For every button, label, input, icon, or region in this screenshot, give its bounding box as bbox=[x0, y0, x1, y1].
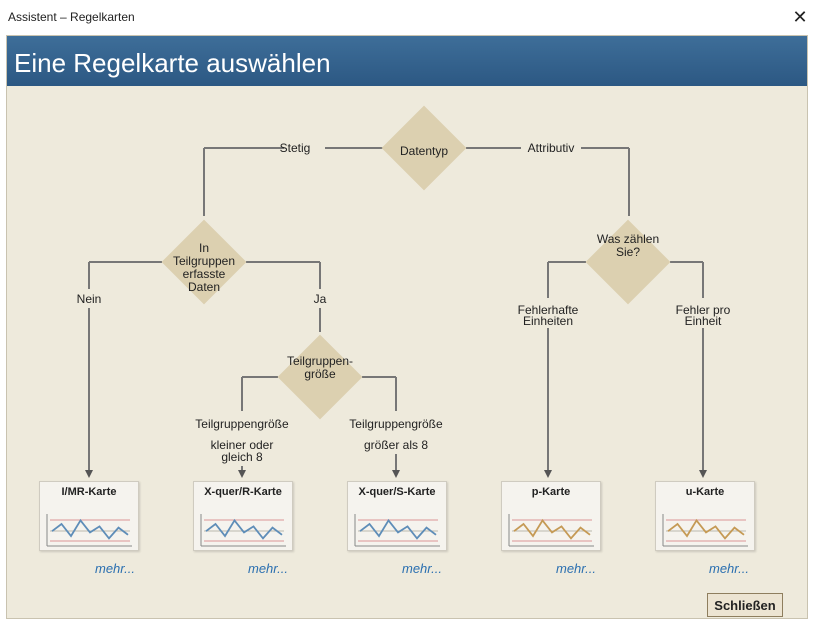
edge-label-defectives-1: Fehlerhafte bbox=[517, 303, 579, 317]
icon-series-line bbox=[513, 518, 591, 540]
edge-label-nein: Nein bbox=[76, 292, 102, 306]
edge-label-stetig: Stetig bbox=[279, 141, 311, 155]
card-xbar-r[interactable]: X-quer/R-Karte bbox=[193, 481, 293, 551]
card-u[interactable]: u-Karte bbox=[655, 481, 755, 551]
card-title: I/MR-Karte bbox=[61, 486, 117, 498]
card-p[interactable]: p-Karte bbox=[501, 481, 601, 551]
decision-was-zaehlen-label: Was zählen Sie? bbox=[596, 232, 660, 259]
control-chart-icon bbox=[200, 514, 286, 547]
window-titlebar: Assistent – Regelkarten ✕ bbox=[0, 0, 817, 34]
icon-series-line bbox=[667, 518, 745, 540]
assistant-panel: Eine Regelkarte auswählen bbox=[6, 35, 808, 619]
edge-label-defectives-2: Einheiten bbox=[522, 314, 574, 328]
more-link-xbar-s[interactable]: mehr... bbox=[402, 561, 442, 576]
edge-label-size-small-1: Teilgruppengröße bbox=[195, 417, 289, 431]
icon-series-line bbox=[205, 518, 283, 540]
card-xbar-s[interactable]: X-quer/S-Karte bbox=[347, 481, 447, 551]
control-chart-icon bbox=[46, 514, 132, 547]
card-title: X-quer/R-Karte bbox=[204, 486, 282, 498]
edge-label-attributiv: Attributiv bbox=[527, 141, 575, 155]
control-chart-icon bbox=[508, 514, 594, 547]
icon-series-line bbox=[359, 518, 437, 540]
more-link-imr[interactable]: mehr... bbox=[95, 561, 135, 576]
card-title: X-quer/S-Karte bbox=[358, 486, 436, 498]
window-title: Assistent – Regelkarten bbox=[8, 10, 135, 24]
decision-teilgruppen-daten-label: In Teilgruppen erfasste Daten bbox=[172, 241, 236, 294]
edge-label-defects-2: Einheit bbox=[684, 314, 722, 328]
decision-teilgruppengroesse-label: Teilgruppen-größe bbox=[286, 354, 354, 381]
edge-label-ja: Ja bbox=[313, 292, 327, 306]
edge-label-size-large-2: größer als 8 bbox=[363, 438, 429, 452]
card-imr[interactable]: I/MR-Karte bbox=[39, 481, 139, 551]
decision-datentyp-label: Datentyp bbox=[399, 144, 449, 158]
close-icon[interactable]: ✕ bbox=[792, 6, 808, 27]
header-bar: Eine Regelkarte auswählen bbox=[7, 36, 807, 86]
close-button[interactable]: Schließen bbox=[707, 593, 783, 617]
edge-label-size-large-1: Teilgruppengröße bbox=[349, 417, 443, 431]
flowchart-connectors bbox=[85, 147, 707, 478]
control-chart-icon bbox=[662, 514, 748, 547]
page-title: Eine Regelkarte auswählen bbox=[14, 48, 331, 78]
icon-series-line bbox=[51, 518, 129, 540]
card-title: u-Karte bbox=[685, 486, 725, 498]
card-title: p-Karte bbox=[531, 486, 571, 498]
control-chart-icon bbox=[354, 514, 440, 547]
edge-label-size-small-3: gleich 8 bbox=[221, 450, 263, 464]
edge-label-size-small-2: kleiner oder bbox=[210, 438, 274, 452]
more-link-u[interactable]: mehr... bbox=[709, 561, 749, 576]
more-link-p[interactable]: mehr... bbox=[556, 561, 596, 576]
more-link-xbar-r[interactable]: mehr... bbox=[248, 561, 288, 576]
edge-label-defects-1: Fehler pro bbox=[675, 303, 731, 317]
